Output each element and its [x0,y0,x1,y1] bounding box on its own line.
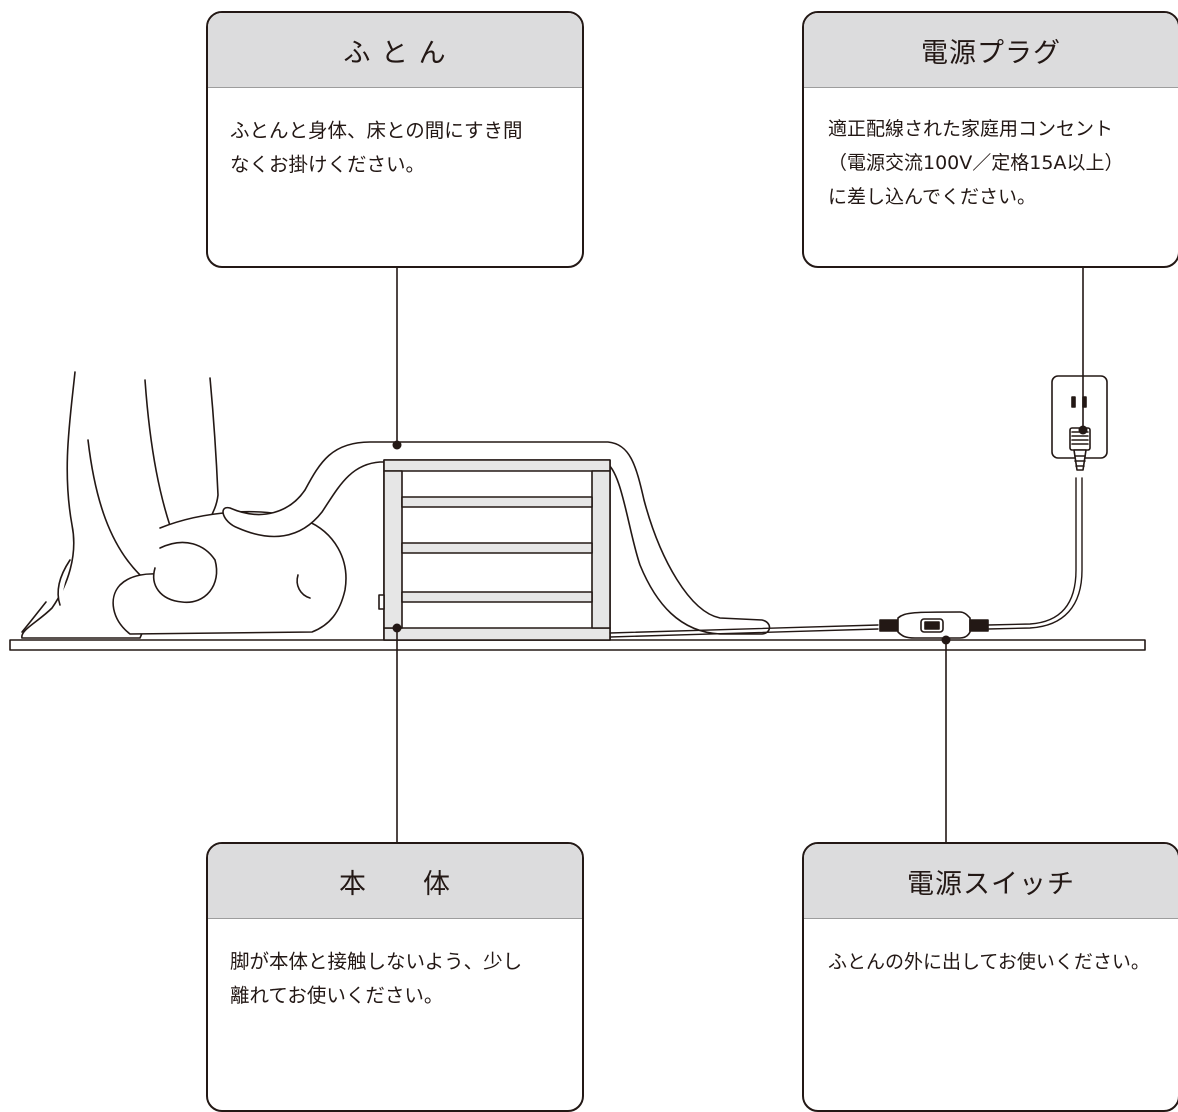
floor [9,639,1146,651]
switch-pointer-dot [941,635,951,645]
kneeling-person [21,371,347,639]
table-frame [378,459,611,641]
switch-callout-text: ふとんの外に出してお使いください。 [804,919,1178,979]
body-callout-title: 本 体 [208,844,582,919]
power-cord [609,624,879,634]
switch-callout: 電源スイッチ ふとんの外に出してお使いください。 [802,842,1178,1112]
body-pointer-dot [392,623,402,633]
futon-callout-line: なくお掛けください。 [230,153,426,176]
futon-callout-line: ふとんと身体、床との間にすき間 [230,119,523,142]
plug-callout-line: （電源交流100V／定格15A以上） [828,152,1124,174]
power-switch-body [879,611,989,639]
body-callout: 本 体 脚が本体と接触しないよう、少し 離れてお使いください。 [206,842,584,1112]
futon-callout: ふ と ん ふとんと身体、床との間にすき間 なくお掛けください。 [206,11,584,268]
switch-callout-title: 電源スイッチ [804,844,1178,919]
body-callout-line: 離れてお使いください。 [230,984,444,1007]
futon-callout-text: ふとんと身体、床との間にすき間 なくお掛けください。 [208,88,582,182]
futon-blanket [222,441,771,635]
power-plug [1069,427,1091,471]
plug-callout-line: に差し込んでください。 [828,186,1037,208]
plug-callout-title: 電源プラグ [804,13,1178,88]
plug-pointer-dot [1078,425,1088,435]
plug-callout: 電源プラグ 適正配線された家庭用コンセント （電源交流100V／定格15A以上）… [802,11,1178,268]
switch-callout-line: ふとんの外に出してお使いください。 [828,951,1150,973]
futon-pointer-dot [392,440,402,450]
plug-callout-text: 適正配線された家庭用コンセント （電源交流100V／定格15A以上） に差し込ん… [804,88,1178,214]
leader-lines [396,267,1084,843]
plug-callout-line: 適正配線された家庭用コンセント [828,118,1114,140]
body-callout-line: 脚が本体と接触しないよう、少し [230,950,523,973]
futon-callout-title: ふ と ん [208,13,582,88]
body-callout-text: 脚が本体と接触しないよう、少し 離れてお使いください。 [208,919,582,1013]
